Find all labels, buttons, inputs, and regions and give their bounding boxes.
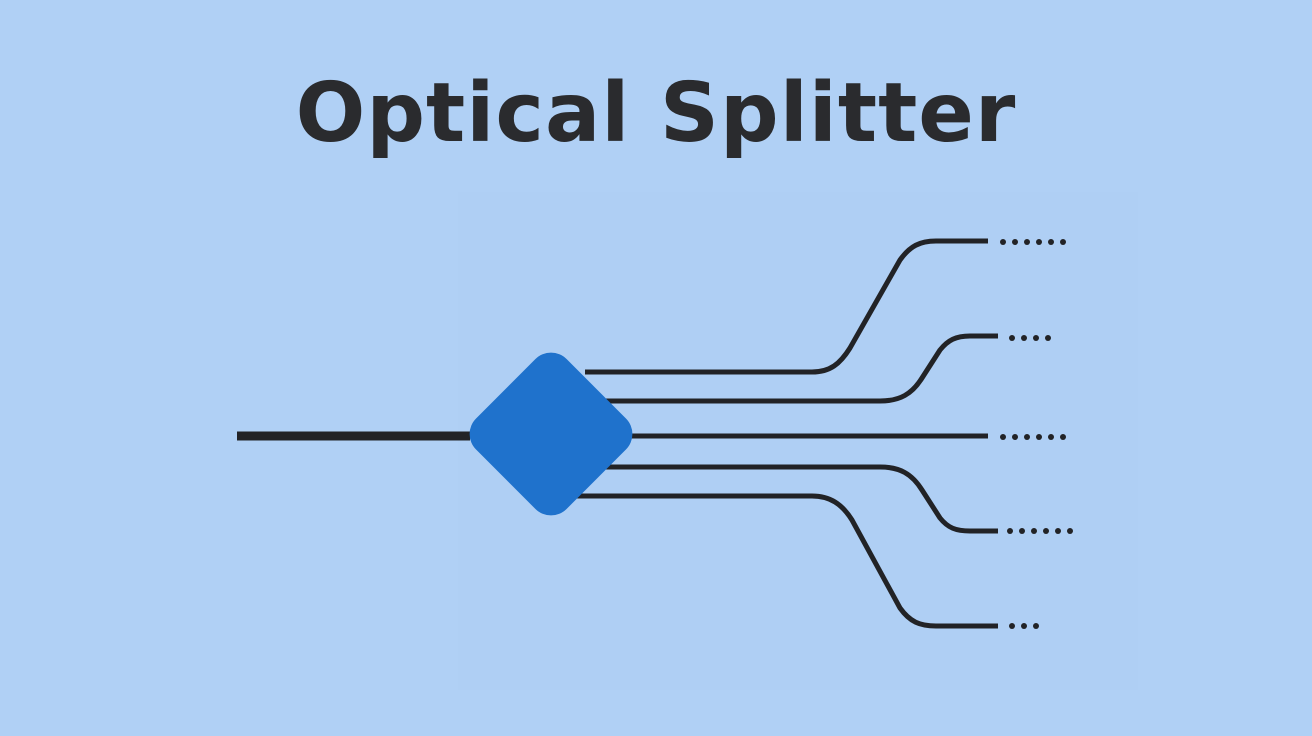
continuation-dot	[1048, 239, 1054, 245]
continuation-dot	[1031, 528, 1037, 534]
continuation-dot	[1060, 239, 1066, 245]
output-continuation-4	[1007, 528, 1073, 534]
continuation-dot	[1012, 434, 1018, 440]
output-fiber-1	[585, 238, 988, 375]
continuation-dot	[1033, 335, 1039, 341]
output-fiber-4	[605, 464, 998, 534]
continuation-dot	[1021, 623, 1027, 629]
continuation-dot	[1024, 239, 1030, 245]
continuation-dot	[1055, 528, 1061, 534]
continuation-dot	[1048, 434, 1054, 440]
continuation-dot	[1007, 528, 1013, 534]
output-continuation-1	[1000, 239, 1066, 245]
continuation-dot	[1024, 434, 1030, 440]
continuation-dot	[1021, 335, 1027, 341]
continuation-dot	[1067, 528, 1073, 534]
continuation-dot	[1009, 623, 1015, 629]
diagram-title: Optical Splitter	[295, 66, 1017, 161]
output-continuation-3	[1000, 434, 1066, 440]
continuation-dot	[1012, 239, 1018, 245]
continuation-dot	[1019, 528, 1025, 534]
continuation-dot	[1043, 528, 1049, 534]
output-fiber-2	[605, 333, 998, 404]
continuation-dot	[1036, 434, 1042, 440]
continuation-dot	[1036, 239, 1042, 245]
output-continuation-5	[1009, 623, 1039, 629]
continuation-dot	[1060, 434, 1066, 440]
splitter-body	[469, 352, 633, 516]
continuation-dot	[1009, 335, 1015, 341]
continuation-dot	[1033, 623, 1039, 629]
output-continuation-2	[1009, 335, 1051, 341]
output-fiber-5	[575, 493, 998, 629]
continuation-dot	[1000, 239, 1006, 245]
continuation-dot	[1045, 335, 1051, 341]
continuation-dot	[1000, 434, 1006, 440]
